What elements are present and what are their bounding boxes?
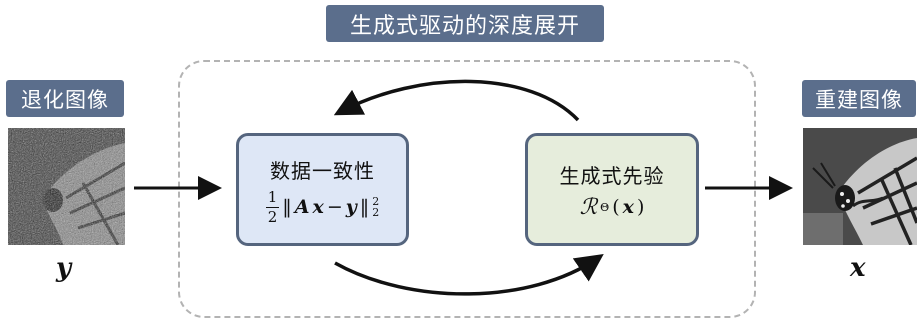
- diagram-title: 生成式驱动的深度展开: [326, 5, 604, 42]
- input-variable: y: [56, 253, 72, 283]
- norm-open: ‖: [282, 196, 292, 218]
- prior-argument: x: [622, 196, 634, 218]
- data-consistency-title: 数据一致性: [270, 158, 375, 183]
- reconstructed-image: [803, 128, 917, 246]
- feedback-arrow-top: [333, 79, 580, 122]
- output-label: 重建图像: [802, 80, 916, 117]
- variable-y: y: [345, 196, 357, 218]
- norm-close: ‖: [359, 196, 370, 218]
- prior-parameter-subscript: Θ: [600, 200, 610, 214]
- generative-prior-title: 生成式先验: [559, 163, 665, 188]
- degraded-image: [8, 128, 126, 246]
- operator-A: A: [294, 196, 310, 218]
- norm-superscript: 2: [372, 195, 380, 208]
- variable-x: x: [312, 196, 324, 218]
- prior-operator-symbol: ℛ: [579, 194, 598, 220]
- input-label: 退化图像: [6, 80, 124, 117]
- fraction-denominator: 2: [267, 207, 278, 226]
- norm-subscript: 2: [372, 206, 380, 219]
- output-variable: x: [850, 253, 866, 283]
- fraction-numerator: 1: [265, 187, 280, 208]
- paren-open: (: [612, 196, 620, 218]
- minus-sign: −: [326, 196, 343, 218]
- forward-arrow-bottom: [334, 254, 604, 296]
- paren-close: ): [636, 196, 645, 218]
- fraction: 1 2: [265, 187, 280, 226]
